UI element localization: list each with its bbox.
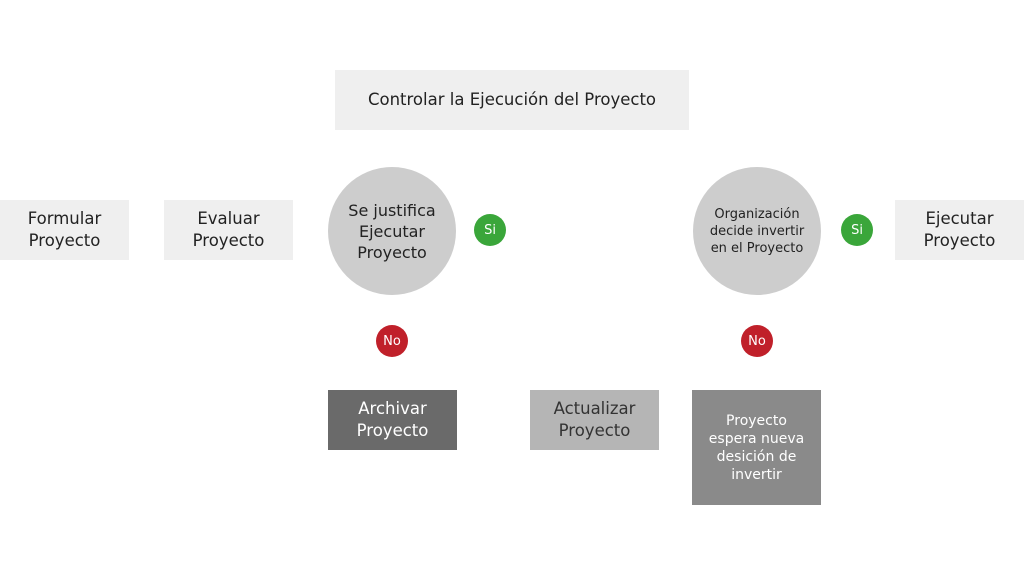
evaluate-project-label: Evaluar Proyecto [192,209,265,250]
formulate-project-box: Formular Proyecto [0,200,129,260]
no-badge-label: No [383,333,401,349]
execute-project-label: Ejecutar Proyecto [923,209,996,250]
no-badge-justify: No [376,325,408,357]
no-badge-invest: No [741,325,773,357]
archive-project-label: Archivar Proyecto [356,399,429,440]
no-badge-label: No [748,333,766,349]
evaluate-project-box: Evaluar Proyecto [164,200,293,260]
await-investment-box: Proyecto espera nueva desición de invert… [692,390,821,505]
yes-badge-label: Si [484,222,496,238]
justify-decision-label: Se justifica Ejecutar Proyecto [348,200,436,262]
invest-decision-label: Organización decide invertir en el Proye… [709,206,805,256]
formulate-project-label: Formular Proyecto [27,209,102,250]
justify-decision-circle: Se justifica Ejecutar Proyecto [328,167,456,295]
archive-project-box: Archivar Proyecto [328,390,457,450]
control-execution-label: Controlar la Ejecución del Proyecto [367,90,657,109]
update-project-label: Actualizar Proyecto [553,399,636,440]
update-project-box: Actualizar Proyecto [530,390,659,450]
await-investment-label: Proyecto espera nueva desición de invert… [708,412,805,483]
yes-badge-justify: Si [474,214,506,246]
yes-badge-label: Si [851,222,863,238]
yes-badge-invest: Si [841,214,873,246]
execute-project-box: Ejecutar Proyecto [895,200,1024,260]
control-execution-box: Controlar la Ejecución del Proyecto [335,70,689,130]
invest-decision-circle: Organización decide invertir en el Proye… [693,167,821,295]
